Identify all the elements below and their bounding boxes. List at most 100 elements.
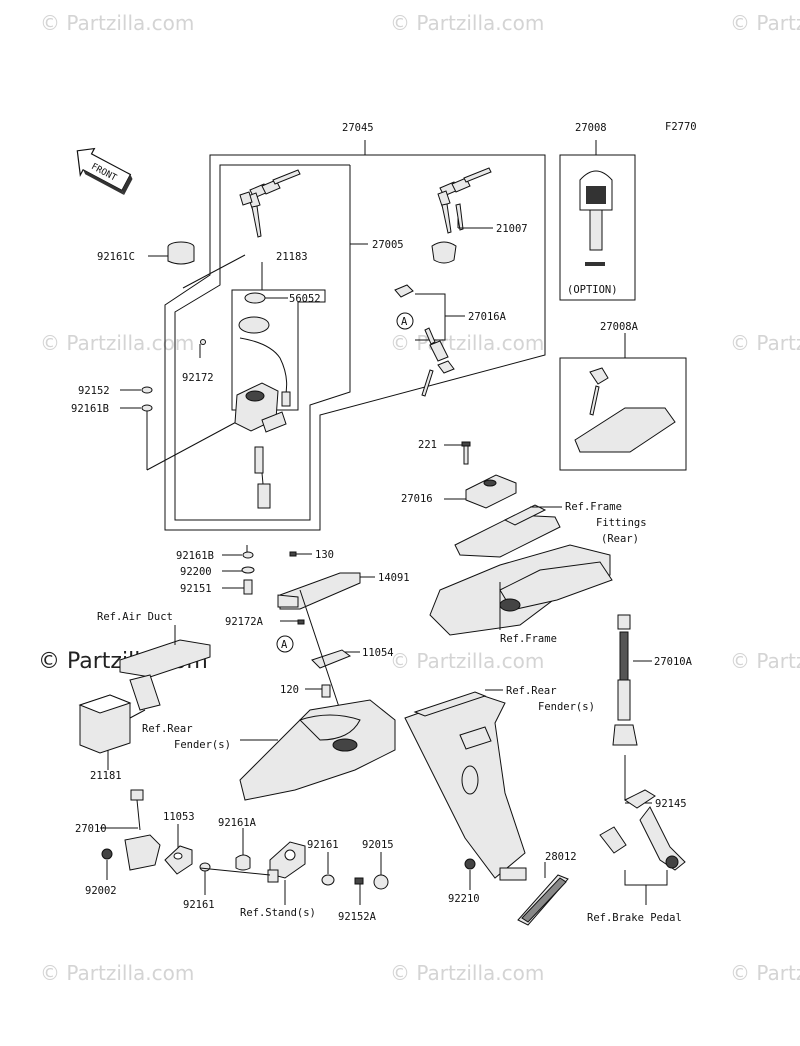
- rear-fender-icon: [404, 691, 526, 879]
- nut-icon: [354, 877, 364, 885]
- ref-label: Ref.Frame: [500, 633, 557, 645]
- plate-icon: [499, 867, 527, 881]
- part-label: 27045: [342, 122, 374, 134]
- ref-label: Ref.Frame: [565, 501, 622, 513]
- watermark-text: © Partzilla.com: [390, 331, 544, 355]
- part-label: 92200: [180, 566, 212, 578]
- part-label: 92145: [655, 798, 687, 810]
- watermark-text: © Partzilla.com: [730, 649, 800, 673]
- option-key-box: [559, 154, 636, 301]
- rear-fender-icon: [239, 699, 396, 801]
- part-label: 11053: [163, 811, 195, 823]
- callout-label: A: [281, 639, 288, 651]
- brake-pedal-icon: [599, 789, 686, 871]
- part-label: 21181: [90, 770, 122, 782]
- part-label: 11054: [362, 647, 394, 659]
- part-label: 27008A: [600, 321, 639, 333]
- ref-label: Fender(s): [174, 739, 231, 751]
- watermark-text: © Partzilla.com: [730, 331, 800, 355]
- part-label: 92015: [362, 839, 394, 851]
- part-label: 130: [315, 549, 334, 561]
- relay-box-icon: [78, 694, 132, 754]
- ref-label: Fittings: [596, 517, 647, 529]
- part-label: 92161A: [218, 817, 257, 829]
- assembly-outline: [146, 140, 546, 531]
- switch-bracket-icon: [311, 649, 352, 698]
- stand-icon: [267, 841, 306, 883]
- watermark-text: © Partzilla.com: [390, 11, 544, 35]
- part-label: 14091: [378, 572, 410, 584]
- o-ring-icon: [244, 292, 266, 304]
- part-label: 21183: [276, 251, 308, 263]
- key-set-icon: [437, 167, 492, 234]
- washer-icon: [321, 874, 335, 886]
- ref-label: Ref.Brake Pedal: [587, 912, 682, 924]
- callout-a: [396, 312, 414, 330]
- rear-frame-icon: [429, 544, 613, 636]
- part-label: 92002: [85, 885, 117, 897]
- part-label: 27008: [575, 122, 607, 134]
- watermark-text: © Partzilla.com: [390, 649, 544, 673]
- part-label: 92172: [182, 372, 214, 384]
- watermark-text: © Partzilla.com: [390, 961, 544, 985]
- bracket-icon: [465, 474, 517, 509]
- nut-icon: [373, 874, 389, 890]
- part-label: 27005: [372, 239, 404, 251]
- part-label: 120: [280, 684, 299, 696]
- part-label: 92152: [78, 385, 110, 397]
- part-label: 27010: [75, 823, 107, 835]
- part-label: 92151: [180, 583, 212, 595]
- part-label: 221: [418, 439, 437, 451]
- watermark-text: © Partzilla.com: [730, 961, 800, 985]
- key-set-icon: [239, 169, 301, 238]
- part-label: (OPTION): [567, 284, 618, 296]
- watermark-text: © Partzilla.com: [730, 11, 800, 35]
- lock-assembly-icon: [394, 284, 455, 397]
- brake-switch-icon: [612, 614, 638, 746]
- figure-id: F2770: [665, 121, 697, 133]
- bolt-icon: [289, 551, 297, 557]
- key-icon: [579, 170, 613, 266]
- watermark-text: © Partzilla.com: [40, 331, 194, 355]
- part-labels: 27045 27008 27005 21007 92161C 21183 560…: [71, 122, 693, 924]
- ref-label: Fender(s): [538, 701, 595, 713]
- bolt-icon: [243, 579, 253, 595]
- screw-icon: [297, 619, 305, 625]
- ref-label: Ref.Rear: [142, 723, 193, 735]
- frame-fittings-icon: [454, 504, 561, 558]
- part-label: 21007: [496, 223, 528, 235]
- washer-icon: [141, 404, 153, 412]
- bolt-icon: [464, 858, 476, 870]
- lock-cylinder-icon: [431, 241, 457, 264]
- side-stand-switch-icon: [101, 789, 161, 871]
- key-icon: [574, 367, 676, 453]
- part-label: 92161C: [97, 251, 135, 263]
- part-label: 92161B: [176, 550, 214, 562]
- cap-icon: [167, 241, 195, 265]
- ref-label: Ref.Rear: [506, 685, 557, 697]
- collar-icon: [235, 854, 251, 871]
- part-label: 27010A: [654, 656, 693, 668]
- callout-label: A: [401, 316, 408, 328]
- ref-label: Ref.Air Duct: [97, 611, 173, 623]
- watermark-text: © Partzilla.com: [40, 11, 194, 35]
- part-label: 92172A: [225, 616, 264, 628]
- option-key-box-2: [559, 357, 687, 471]
- cover-icon: [277, 572, 361, 610]
- washer-icon: [199, 862, 211, 872]
- part-label: 28012: [545, 851, 577, 863]
- part-label: 27016A: [468, 311, 507, 323]
- air-duct-bracket-icon: [119, 639, 211, 711]
- part-label: 92161: [307, 839, 339, 851]
- part-label: 27016: [401, 493, 433, 505]
- ref-label: Ref.Stand(s): [240, 907, 316, 919]
- part-label: 92161B: [71, 403, 109, 415]
- callout-a: [276, 635, 294, 653]
- washer-icon: [141, 386, 153, 394]
- washer-icon: [242, 551, 254, 559]
- part-label: 92210: [448, 893, 480, 905]
- part-label: 92152A: [338, 911, 377, 923]
- part-label: 56052: [289, 293, 321, 305]
